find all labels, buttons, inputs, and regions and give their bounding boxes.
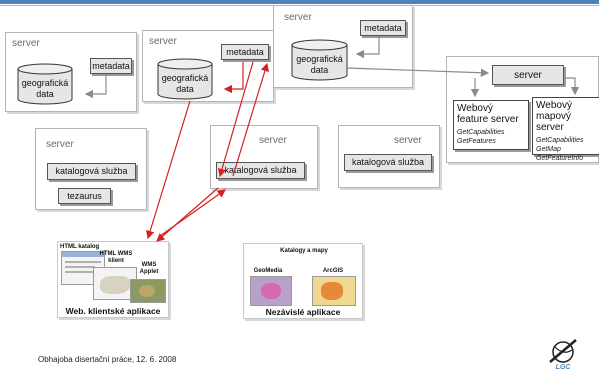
catalog-service-box: katalogová služba [47, 163, 136, 180]
wms-op: GetMap [536, 146, 561, 153]
server-label: server [149, 36, 177, 47]
catalog-service-box: katalogová služba [344, 154, 432, 171]
server-box: server [492, 65, 564, 85]
red-link-s2-client [146, 100, 191, 240]
metadata-box: metadata [90, 58, 132, 74]
arcgis-label: ArcGIS [322, 268, 344, 274]
catalogs-maps-heading: Katalogy a mapy [280, 248, 328, 254]
top-accent-bar [0, 0, 599, 4]
catalog-server-panel-2: server katalogová služba [210, 125, 318, 189]
server-label: server [259, 135, 287, 146]
web-client-caption: Web. klientské aplikace [65, 306, 161, 316]
html-wms-line2: klient [108, 258, 124, 264]
thesaurus-box: tezaurus [58, 188, 111, 204]
red-link-cat2-clientb [159, 189, 226, 237]
catalog-server-panel-3: server katalogová služba [338, 125, 440, 188]
wfs-op: GetFeatures [457, 138, 496, 145]
wfs-op: GetCapabilities [457, 129, 505, 136]
data-label-line1: geografická [21, 78, 69, 88]
server-label: server [12, 38, 40, 49]
wfs-title-line2: feature server [457, 114, 519, 125]
red-link-cat2-clienta [156, 187, 219, 242]
server-label: server [46, 139, 74, 150]
html-catalog-label: HTML katalog [60, 244, 100, 250]
geomedia-label: GeoMedia [253, 268, 283, 274]
catalog-server-panel-1: server katalogová služba tezaurus [35, 128, 147, 210]
server-label: server [284, 12, 312, 23]
logo-text: LGC [555, 364, 571, 371]
wms-applet-line1: WMS [141, 262, 157, 268]
catalog-service-box: katalogová služba [216, 162, 305, 179]
wms-op: GetCapabilities [536, 137, 584, 144]
server-label: server [514, 69, 542, 81]
wms-applet-line2: Applet [139, 269, 159, 275]
data-label-line1: geografická [161, 73, 209, 83]
geomedia-screenshot [250, 276, 292, 306]
html-wms-line1: HTML WMS [99, 251, 133, 257]
wfs-title-line1: Webový [457, 103, 493, 114]
globe-logo-icon [549, 339, 577, 363]
wms-applet-screenshot [130, 279, 166, 303]
metadata-box: metadata [221, 44, 269, 60]
desktop-apps-caption: Nezávislé aplikace [265, 307, 341, 317]
data-label-line2: data [310, 65, 329, 75]
data-label-line2: data [176, 84, 194, 94]
wms-title-line1: Webový [536, 100, 572, 111]
data-label-line1: geografická [296, 54, 343, 64]
footer-text: Obhajoba disertační práce, 12. 6. 2008 [38, 355, 177, 364]
desktop-apps-panel: Katalogy a mapy GeoMedia ArcGIS Nezávisl… [243, 243, 363, 319]
data-label-line2: data [36, 89, 54, 99]
arcgis-screenshot [312, 276, 356, 306]
metadata-box: metadata [360, 20, 406, 36]
html-wms-screenshot [93, 267, 137, 300]
server-label: server [394, 135, 422, 146]
lgc-logo: LGC [546, 336, 580, 374]
wms-op: GetFeatureInfo [536, 155, 584, 162]
wms-title-line2: mapový server [536, 111, 572, 133]
